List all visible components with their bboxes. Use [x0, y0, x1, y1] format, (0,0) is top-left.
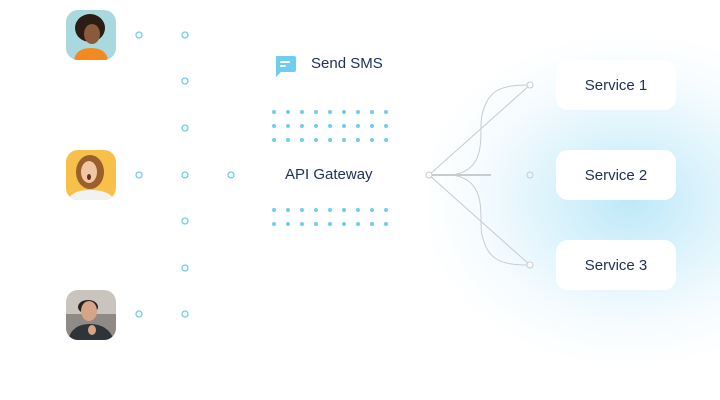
grid-dot [370, 138, 374, 142]
send-sms-label: Send SMS [311, 55, 383, 72]
service-3-input-node [526, 261, 534, 269]
grid-dot [342, 222, 346, 226]
grid-dot [356, 208, 360, 212]
grid-dot [272, 124, 276, 128]
grid-dot [314, 222, 318, 226]
grid-dot [286, 124, 290, 128]
grid-dot [384, 110, 388, 114]
grid-dot [286, 222, 290, 226]
service-2-input-node [526, 171, 534, 179]
service-1-card[interactable]: Service 1 [556, 60, 676, 110]
gateway-output-node [425, 171, 433, 179]
connector-line-service-1 [428, 84, 531, 176]
connector-curve-service-1 [451, 84, 531, 176]
grid-dot [342, 138, 346, 142]
gateway-connectors [425, 81, 534, 269]
grid-dot [370, 110, 374, 114]
api-gateway-label: API Gateway [285, 166, 373, 183]
connector-node [181, 124, 189, 132]
user-avatar-2 [66, 150, 116, 200]
grid-dot [286, 110, 290, 114]
connector-node [135, 31, 143, 39]
grid-dot [384, 222, 388, 226]
connector-node [135, 310, 143, 318]
chat-message-icon [273, 54, 297, 78]
grid-dot [314, 208, 318, 212]
grid-dot [300, 110, 304, 114]
grid-dot [300, 222, 304, 226]
connector-node [181, 31, 189, 39]
grid-dot [356, 138, 360, 142]
service-1-label: Service 1 [584, 76, 648, 94]
grid-dot [384, 138, 388, 142]
connector-node [181, 171, 189, 179]
connector-node [227, 171, 235, 179]
grid-dot [370, 208, 374, 212]
service-3-card[interactable]: Service 3 [556, 240, 676, 290]
grid-dot [328, 110, 332, 114]
grid-dot [314, 138, 318, 142]
grid-dot [272, 138, 276, 142]
grid-dot [314, 124, 318, 128]
grid-dot [286, 208, 290, 212]
grid-dot [384, 208, 388, 212]
grid-dot [356, 110, 360, 114]
user-connector-nodes [135, 31, 235, 318]
grid-dot [370, 222, 374, 226]
grid-dot [342, 124, 346, 128]
service-1-input-node [526, 81, 534, 89]
grid-dot [328, 138, 332, 142]
connector-curve-service-3 [451, 174, 531, 266]
grid-dot [370, 124, 374, 128]
connector-line-service-3 [428, 174, 531, 266]
grid-dot [300, 138, 304, 142]
service-2-card[interactable]: Service 2 [556, 150, 676, 200]
connector-node [181, 264, 189, 272]
grid-dot [300, 208, 304, 212]
connector-node [181, 77, 189, 85]
grid-dot [300, 124, 304, 128]
grid-dot [328, 124, 332, 128]
grid-dot [286, 138, 290, 142]
connector-node [181, 217, 189, 225]
grid-dot [272, 110, 276, 114]
grid-dot [356, 222, 360, 226]
grid-dot [328, 222, 332, 226]
grid-dot [342, 208, 346, 212]
user-avatar-1 [66, 10, 116, 60]
grid-dot [272, 208, 276, 212]
user-avatar-3 [66, 290, 116, 340]
service-2-label: Service 2 [584, 166, 648, 184]
grid-dot [356, 124, 360, 128]
connector-node [181, 310, 189, 318]
grid-dot [342, 110, 346, 114]
service-3-label: Service 3 [584, 256, 648, 274]
grid-dot [384, 124, 388, 128]
grid-dot [272, 222, 276, 226]
grid-dot [328, 208, 332, 212]
grid-dot [314, 110, 318, 114]
connector-node [135, 171, 143, 179]
